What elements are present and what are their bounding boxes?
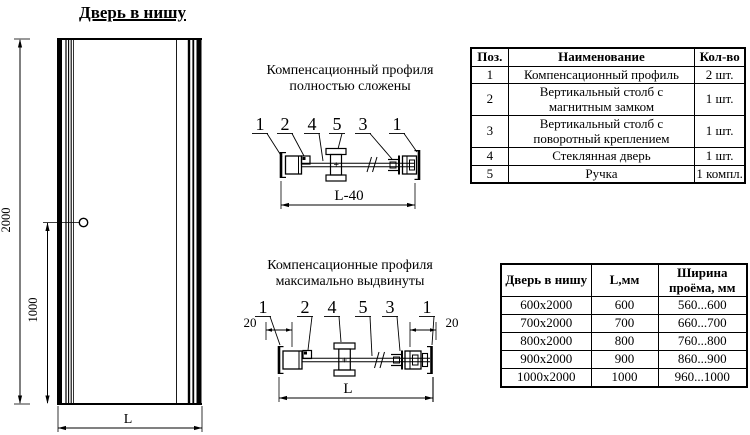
table-row: 5 Ручка 1 компл. (470, 164, 746, 184)
page-title: Дверь в нишу (50, 3, 215, 23)
dim-L-label: L (124, 412, 133, 427)
table-row: 1 Компенсационный профиль 2 шт. (470, 65, 746, 85)
dimension-handle-1000: 1000 (26, 222, 79, 404)
dimension-height-2000: 2000 (0, 38, 30, 405)
callout-2: 2 (281, 114, 290, 134)
callout-5: 5 (333, 114, 342, 134)
cell-name: Ручка (507, 164, 696, 184)
dimension-20-right: 20 (409, 315, 459, 347)
extended-view-caption: Компенсационные профиля максимально выдв… (228, 258, 472, 290)
callout-4: 4 (328, 297, 337, 317)
cell-qty: 2 шт. (694, 65, 746, 85)
folded-caption-line1: Компенсационный профиля (266, 63, 434, 78)
callout-3: 3 (386, 297, 395, 317)
extended-caption-line2: максимально выдвинуты (275, 274, 425, 289)
table-row: 4 Стеклянная дверь 1 шт. (470, 147, 746, 166)
extended-callouts: 1 2 4 5 3 1 (255, 297, 435, 357)
callout-1: 1 (256, 114, 265, 134)
cell-pos: 3 (470, 115, 509, 149)
folded-assembly (279, 147, 421, 182)
dimension-20-left: 20 (244, 315, 293, 347)
door-outline (57, 38, 202, 405)
cell-pos: 2 (470, 83, 509, 117)
folded-profiles-view: 1 2 4 5 3 1 (252, 114, 421, 209)
cell-size: 600x2000 (500, 296, 592, 316)
folded-caption-line2: полностью сложены (289, 79, 411, 94)
extended-profiles-view: 1 2 4 5 3 1 20 20 (244, 297, 459, 402)
cell-width: 860...900 (657, 350, 748, 370)
dimension-L-40: L-40 (280, 181, 416, 209)
parts-table: Поз. Наименование Кол-во 1 Компенсационн… (470, 47, 746, 185)
callout-3: 3 (359, 114, 368, 134)
dim-20-right-label: 20 (446, 315, 459, 330)
sizes-header-size: Дверь в нишу (500, 263, 592, 298)
table-row: 3 Вертикальный столб с поворотный крепле… (470, 115, 746, 149)
cell-size: 700x2000 (500, 314, 592, 334)
cell-pos: 1 (470, 65, 509, 85)
cell-pos: 4 (470, 147, 509, 166)
callout-2: 2 (301, 297, 310, 317)
table-row: 1000x2000 1000 960...1000 (500, 368, 748, 388)
cell-pos: 5 (470, 164, 509, 184)
door-front-view: 2000 1000 L (0, 38, 203, 432)
folded-callouts: 1 2 4 5 3 1 (252, 114, 418, 162)
cell-l: 600 (590, 296, 659, 316)
cell-width: 560...600 (657, 296, 748, 316)
cell-size: 800x2000 (500, 332, 592, 352)
dim-L40-label: L-40 (334, 188, 363, 204)
cell-l: 800 (590, 332, 659, 352)
sizes-table: Дверь в нишу L,мм Ширина проёма, мм 600x… (500, 263, 748, 389)
sizes-header-width: Ширина проёма, мм (657, 263, 748, 298)
sizes-header-row: Дверь в нишу L,мм Ширина проёма, мм (500, 263, 748, 298)
page-title-text: Дверь в нишу (79, 3, 186, 22)
table-row: 2 Вертикальный столб с магнитным замком … (470, 83, 746, 117)
callout-1: 1 (259, 297, 268, 317)
cell-width: 660...700 (657, 314, 748, 334)
callout-1b: 1 (423, 297, 432, 317)
dim-total-L-label: L (343, 381, 352, 397)
extended-caption-line1: Компенсационные профиля (267, 258, 433, 273)
dim-1000-label: 1000 (26, 298, 40, 323)
door-handle-knob (78, 217, 89, 228)
parts-header-qty: Кол-во (694, 47, 746, 67)
cell-l: 1000 (590, 368, 659, 388)
cell-name: Компенсационный профиль (507, 65, 696, 85)
cell-name: Вертикальный столб с магнитным замком (507, 83, 696, 117)
callout-1b: 1 (393, 114, 402, 134)
cell-l: 700 (590, 314, 659, 334)
cell-width: 760...800 (657, 332, 748, 352)
cell-name: Вертикальный столб с поворотный креплени… (507, 115, 696, 149)
cell-qty: 1 шт. (694, 115, 746, 149)
cell-qty: 1 компл. (694, 164, 746, 184)
cell-size: 900x2000 (500, 350, 592, 370)
parts-header-pos: Поз. (470, 47, 509, 67)
callout-5: 5 (359, 297, 368, 317)
table-row: 700x2000 700 660...700 (500, 314, 748, 334)
cell-width: 960...1000 (657, 368, 748, 388)
cell-qty: 1 шт. (694, 83, 746, 117)
parts-header-row: Поз. Наименование Кол-во (470, 47, 746, 67)
folded-view-caption: Компенсационный профиля полностью сложен… (228, 63, 472, 95)
dimension-door-width-L: L (57, 406, 203, 432)
extended-assembly (277, 342, 433, 377)
table-row: 800x2000 800 760...800 (500, 332, 748, 352)
cell-size: 1000x2000 (500, 368, 592, 388)
dim-2000-label: 2000 (0, 208, 13, 233)
sizes-header-l: L,мм (590, 263, 659, 298)
cell-name: Стеклянная дверь (507, 147, 696, 166)
parts-header-name: Наименование (507, 47, 696, 67)
table-row: 600x2000 600 560...600 (500, 296, 748, 316)
dimension-total-L: L (278, 377, 434, 402)
dim-20-left-label: 20 (244, 315, 257, 330)
table-row: 900x2000 900 860...900 (500, 350, 748, 370)
cell-qty: 1 шт. (694, 147, 746, 166)
callout-4: 4 (308, 114, 317, 134)
cell-l: 900 (590, 350, 659, 370)
